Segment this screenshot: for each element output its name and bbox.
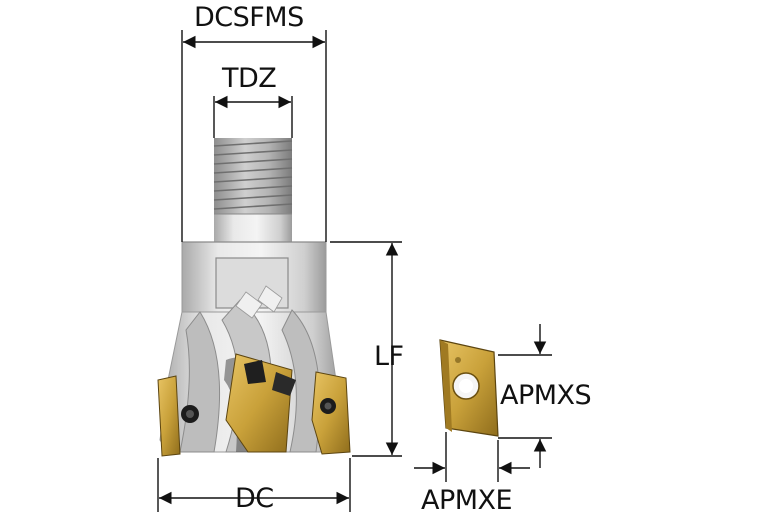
label-dc: DC	[235, 483, 274, 514]
label-dcsfms: DCSFMS	[194, 2, 304, 33]
label-apmxs: APMXS	[500, 380, 592, 411]
cutter-inserts	[157, 353, 351, 457]
label-lf: LF	[374, 341, 404, 372]
dimension-lines	[157, 30, 552, 512]
insert-detail	[439, 339, 499, 437]
threaded-shank	[213, 138, 293, 242]
label-tdz: TDZ	[222, 63, 277, 94]
label-apmxe: APMXE	[421, 485, 513, 516]
